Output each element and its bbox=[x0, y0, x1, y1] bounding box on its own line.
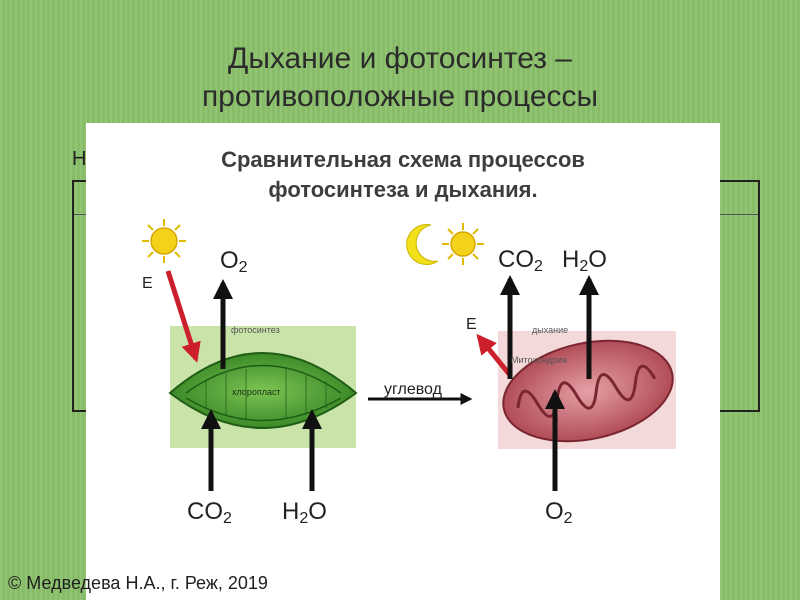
sun-icon bbox=[142, 219, 186, 263]
energy-arrow-photosynthesis bbox=[165, 270, 201, 363]
o2-output-label: O2 bbox=[220, 247, 248, 276]
co2-output-label: CO2 bbox=[498, 246, 543, 275]
diagram-title-line1: Сравнительная схема процессов bbox=[221, 147, 585, 172]
energy-label-photosynthesis: E bbox=[142, 275, 153, 292]
diagram-panel: Сравнительная схема процессов фотосинтез… bbox=[86, 123, 720, 600]
slide-title: Дыхание и фотосинтез – противоположные п… bbox=[0, 40, 800, 116]
chloroplast-label: хлоропласт bbox=[232, 387, 281, 397]
copyright: © Медведева Н.А., г. Реж, 2019 bbox=[8, 573, 268, 593]
moon-icon bbox=[406, 224, 439, 265]
energy-arrow-respiration bbox=[476, 333, 512, 377]
respiration-label: дыхание bbox=[532, 325, 569, 335]
carbohydrate-label: углевод bbox=[384, 381, 442, 398]
mitochondrion-shape bbox=[502, 339, 674, 443]
o2-input-label: O2 bbox=[545, 498, 573, 527]
h2o-input-label: H2O bbox=[282, 498, 327, 527]
photosynthesis-label: фотосинтез bbox=[231, 325, 280, 335]
diagram-title-line2: фотосинтеза и дыхания. bbox=[268, 177, 538, 202]
slide-title-line2: противоположные процессы bbox=[201, 80, 599, 113]
energy-label-respiration: E bbox=[466, 316, 477, 333]
sun-icon bbox=[442, 223, 484, 265]
h2o-output-label: H2O bbox=[562, 246, 607, 275]
slide-title-line1: Дыхание и фотосинтез – bbox=[228, 42, 572, 75]
background-table-letter: Н bbox=[72, 148, 87, 170]
diagram-graphics bbox=[142, 219, 676, 491]
mitochondrion-label: Митохондрия bbox=[511, 355, 567, 365]
co2-input-label: CO2 bbox=[187, 498, 232, 527]
